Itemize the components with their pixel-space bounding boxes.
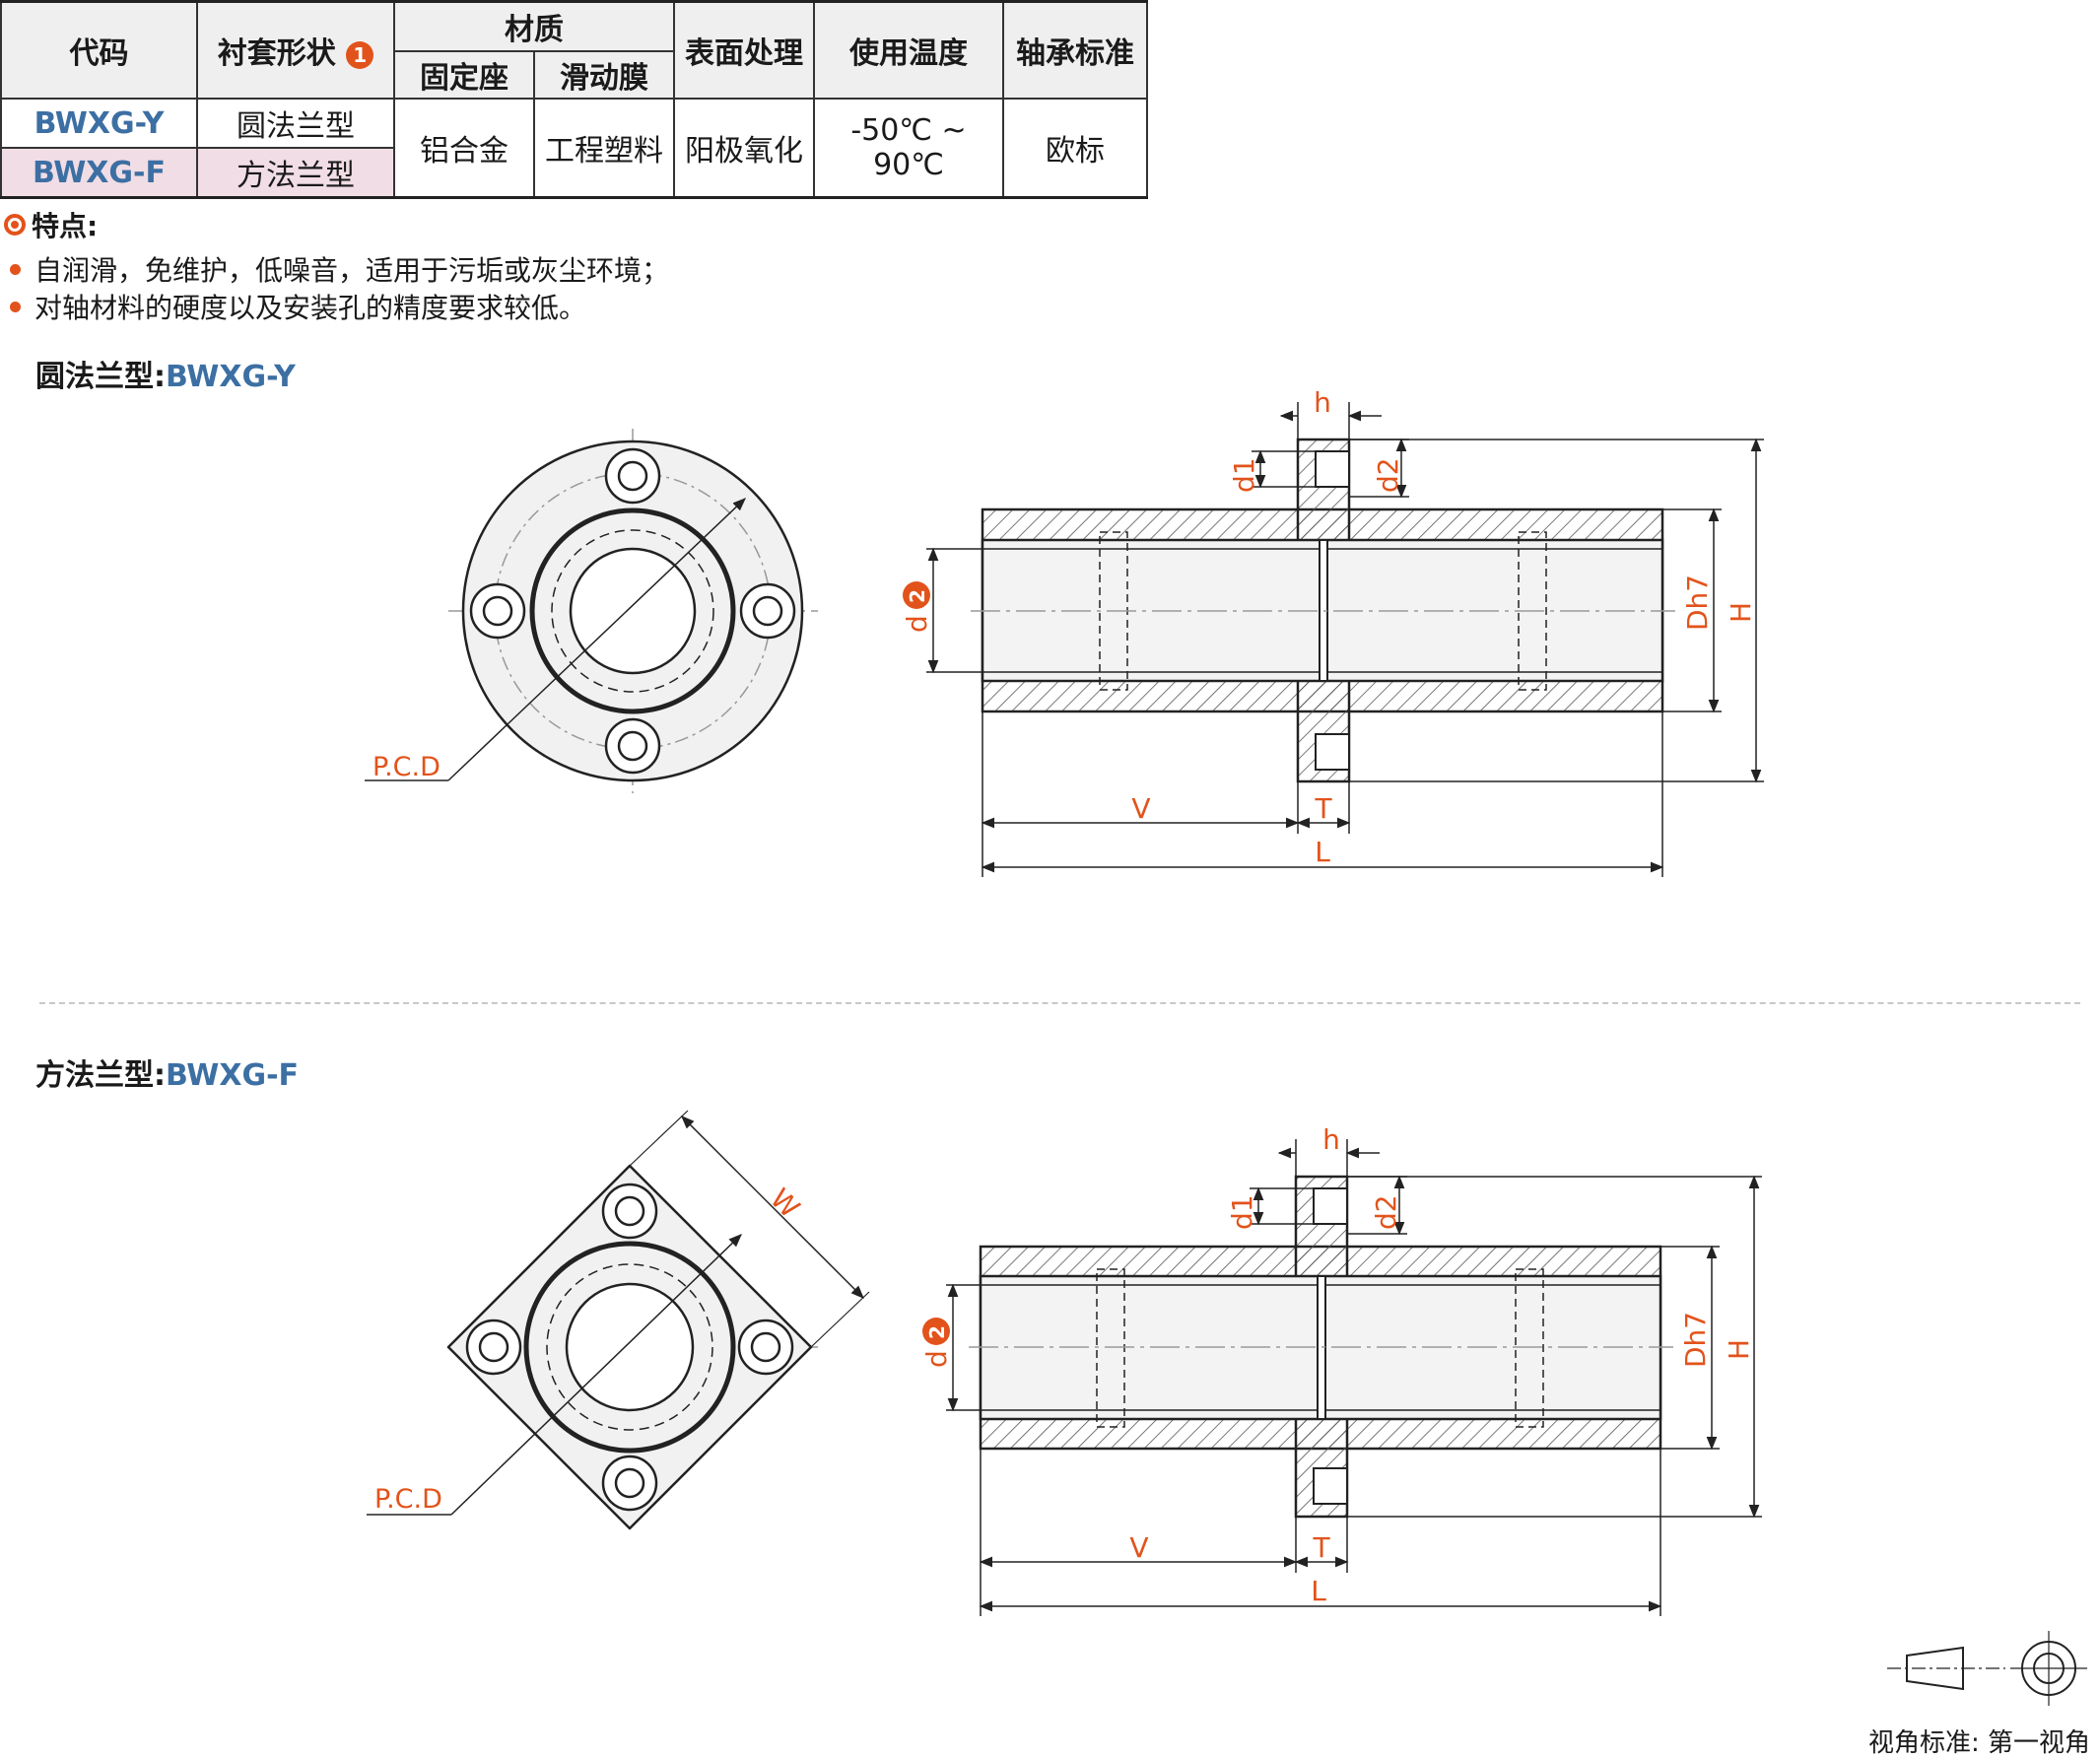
t-label-2: T: [1312, 1531, 1330, 1564]
square-flange-front-view: [367, 1110, 870, 1530]
features-title-text: 特点:: [32, 210, 99, 242]
cell-surface: 阳极氧化: [673, 98, 815, 199]
h-label-2: h: [1322, 1123, 1340, 1156]
feature-item: 对轴材料的硬度以及安装孔的精度要求较低。: [0, 288, 669, 325]
dh7-label-2: Dh7: [1679, 1312, 1712, 1368]
section-title-square: 方法兰型:BWXG-F: [35, 1050, 299, 1094]
projection-standard: 视角标准: 第一视角: [1868, 1723, 2090, 1759]
bullet-icon: [10, 263, 21, 275]
bullet-icon: [10, 301, 21, 312]
l-label-1: L: [1315, 836, 1330, 868]
header-fixed-seat: 固定座: [393, 50, 535, 100]
feature-text: 对轴材料的硬度以及安装孔的精度要求较低。: [34, 292, 587, 324]
header-code: 代码: [0, 0, 198, 100]
pcd-label-1: P.C.D: [373, 752, 440, 782]
dh7-label-1: Dh7: [1681, 575, 1714, 631]
header-shape-label: 衬套形状: [217, 36, 336, 71]
badge-2-icon: [922, 1318, 950, 1345]
square-side-dimensions: [946, 1139, 1762, 1616]
spec-table: 代码 衬套形状 1 材质 表面处理 使用温度 轴承标准 固定座 滑动膜 BWXG…: [0, 0, 1148, 199]
square-side-labels: h d1 d2 d Dh7 H V T L: [920, 1123, 1755, 1607]
badge-2-text: 2: [906, 589, 929, 603]
round-flange-front-view: [365, 429, 818, 793]
target-icon: [4, 214, 26, 236]
features: 特点: 自润滑，免维护，低噪音，适用于污垢或灰尘环境； 对轴材料的硬度以及安装孔…: [0, 205, 669, 325]
section-name: 方法兰型:: [35, 1058, 166, 1093]
row-shape-f: 方法兰型: [196, 147, 395, 199]
v-label-2: V: [1129, 1531, 1148, 1564]
h-label-1: h: [1314, 386, 1331, 419]
cell-standard: 欧标: [1002, 98, 1148, 199]
first-angle-projection-icon: [1887, 1631, 2087, 1706]
square-flange-side-view: [969, 1175, 1673, 1519]
header-standard: 轴承标准: [1002, 0, 1148, 100]
d-label-2: d: [920, 1350, 953, 1368]
pcd-label-2: P.C.D: [374, 1484, 442, 1515]
header-shape: 衬套形状 1: [196, 0, 395, 100]
d2-label-2: d2: [1370, 1194, 1402, 1230]
cell-fixed-seat: 铝合金: [393, 98, 535, 199]
d2-label-1: d2: [1372, 457, 1404, 493]
section-code: BWXG-F: [166, 1058, 300, 1093]
features-title: 特点:: [0, 205, 669, 244]
row-shape-y: 圆法兰型: [196, 98, 395, 149]
header-material: 材质: [393, 0, 675, 52]
row-code-y: BWXG-Y: [0, 98, 198, 149]
height-label-1: H: [1725, 602, 1757, 623]
round-side-labels: h d1 d2 d Dh7 H V T L: [901, 386, 1757, 868]
w-label: W: [764, 1183, 806, 1225]
l-label-2: L: [1311, 1575, 1326, 1607]
d1-label-1: d1: [1228, 457, 1260, 493]
d1-label-2: d1: [1226, 1194, 1258, 1230]
badge-1: 1: [346, 40, 374, 69]
cell-temperature: -50℃ ~ 90℃: [813, 98, 1004, 199]
t-label-1: T: [1314, 792, 1332, 825]
d-label-1: d: [901, 615, 933, 633]
section-title-round: 圆法兰型:BWXG-Y: [35, 352, 296, 395]
header-sliding-film: 滑动膜: [533, 50, 675, 100]
header-surface: 表面处理: [673, 0, 815, 100]
feature-text: 自润滑，免维护，低噪音，适用于污垢或灰尘环境；: [34, 254, 670, 287]
feature-item: 自润滑，免维护，低噪音，适用于污垢或灰尘环境；: [0, 250, 669, 288]
header-temperature: 使用温度: [813, 0, 1004, 100]
round-side-dimensions: [926, 402, 1764, 877]
section-name: 圆法兰型:: [35, 360, 166, 394]
height-label-2: H: [1723, 1339, 1755, 1360]
round-flange-side-view: [971, 438, 1675, 783]
projection-standard-label: 视角标准:: [1867, 1728, 1980, 1758]
projection-standard-value: 第一视角: [1987, 1728, 2090, 1758]
section-code: BWXG-Y: [166, 360, 296, 394]
section-divider: [39, 1002, 2080, 1004]
row-code-f: BWXG-F: [0, 147, 198, 199]
badge-2-icon: [903, 581, 930, 609]
v-label-1: V: [1131, 792, 1150, 825]
badge-2-text: 2: [925, 1325, 949, 1339]
cell-sliding-film: 工程塑料: [533, 98, 675, 199]
